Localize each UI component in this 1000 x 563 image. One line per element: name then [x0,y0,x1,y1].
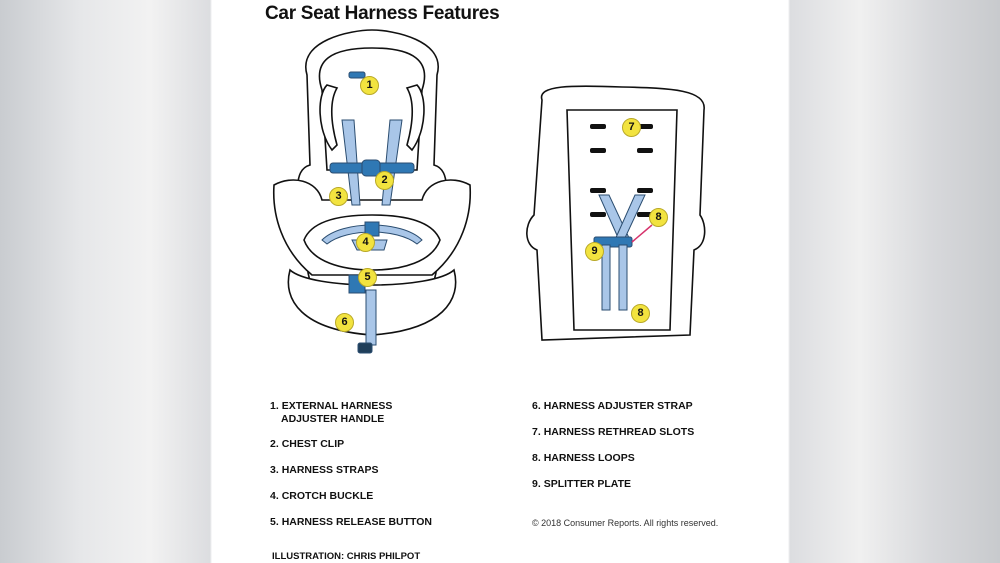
legend-item-1-line2: ADJUSTER HANDLE [281,413,385,425]
callout-badge-9: 9 [585,242,604,261]
legend-item-3: 3. HARNESS STRAPS [270,464,379,476]
infographic-panel: Car Seat Harness Features [212,0,788,563]
callout-badge-3: 3 [329,187,348,206]
legend-item-4: 4. CROTCH BUCKLE [270,490,374,502]
legend-item-1: 1. EXTERNAL HARNESS [270,400,393,412]
callout-badge-5: 5 [358,268,377,287]
callout-badge-1: 1 [360,76,379,95]
legend-item-8: 8. HARNESS LOOPS [532,452,635,464]
legend-item-6: 6. HARNESS ADJUSTER STRAP [532,400,693,412]
legend-item-9: 9. SPLITTER PLATE [532,478,631,490]
callout-badge-2: 2 [375,171,394,190]
car-seat-illustrations [272,29,706,354]
callout-badge-7: 7 [622,118,641,137]
legend-item-5: 5. HARNESS RELEASE BUTTON [270,516,433,528]
legend-item-7: 7. HARNESS RETHREAD SLOTS [532,426,695,438]
illustration-credit: ILLUSTRATION: CHRIS PHILPOT [272,551,421,562]
callout-badge-8-top: 8 [649,208,668,227]
copyright-notice: © 2018 Consumer Reports. All rights rese… [532,518,719,528]
back-harness [593,194,653,311]
callout-badge-4: 4 [356,233,375,252]
callout-badge-6: 6 [335,313,354,332]
callout-badge-8-bottom: 8 [631,304,650,323]
page-title: Car Seat Harness Features [265,3,500,24]
legend-item-2: 2. CHEST CLIP [270,438,345,450]
